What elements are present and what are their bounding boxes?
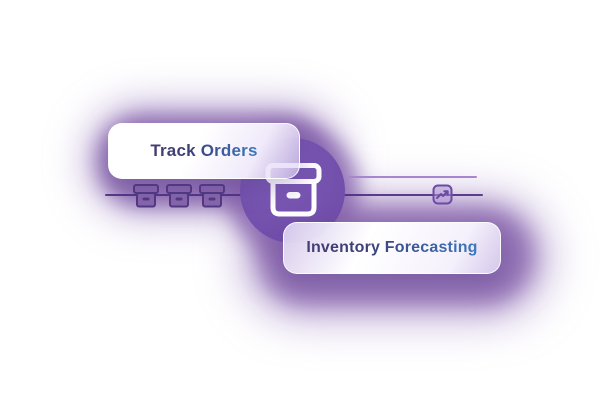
trending-up-chart-icon xyxy=(432,184,453,210)
mini-box-icon xyxy=(166,184,192,213)
track-orders-label: Track Orders xyxy=(150,141,258,160)
track-orders-card[interactable]: Track Orders xyxy=(108,123,300,179)
connector-line-upper xyxy=(348,176,477,178)
mini-box-icon xyxy=(199,184,225,213)
inventory-forecasting-label: Inventory Forecasting xyxy=(306,239,478,256)
mini-box-icon xyxy=(133,184,159,213)
inventory-forecasting-card[interactable]: Inventory Forecasting xyxy=(283,222,501,274)
